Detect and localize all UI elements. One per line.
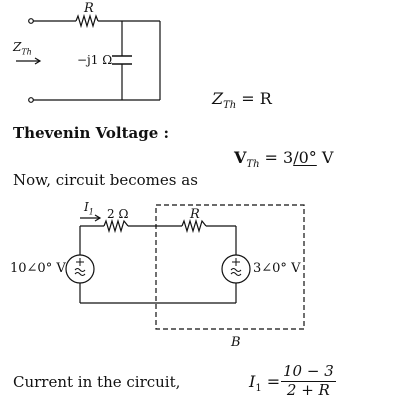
- resistor-r-label: R: [84, 1, 94, 16]
- dashed-box-b: [155, 204, 305, 330]
- terminal-bottom: [28, 97, 34, 103]
- resistor-2-ohm-label: 2 Ω: [107, 207, 129, 221]
- fraction-denominator: 2 + R: [286, 380, 330, 399]
- now-circuit-text: Now, circuit becomes as: [13, 171, 198, 189]
- fraction-numerator: 10 − 3: [281, 362, 336, 382]
- vth-equation: VTh= 3/0° V: [234, 148, 334, 171]
- bottom-circuit: [65, 214, 251, 304]
- current-fraction: 10 − 3 2 + R: [281, 362, 336, 399]
- source-left-label: 10∠0° V: [10, 261, 66, 276]
- current-i1-label: I1: [84, 200, 94, 217]
- terminal-top: [28, 18, 34, 24]
- zth-arrow-label: ZTh: [13, 40, 32, 57]
- current-equation-lhs: I1=: [249, 372, 281, 395]
- resistor-r-bottom-label: R: [190, 207, 200, 222]
- top-circuit: [16, 13, 161, 103]
- zth-result: ZTh= R: [212, 89, 272, 112]
- current-in-circuit-text: Current in the circuit,: [13, 373, 181, 391]
- box-b-label: B: [231, 335, 241, 350]
- resistor-r: [75, 13, 99, 29]
- capacitor-label: −j1 Ω: [77, 53, 113, 67]
- source-right-label: 3∠0° V: [253, 261, 301, 276]
- resistor-2-ohm: [103, 218, 129, 234]
- thevenin-voltage-heading: Thevenin Voltage :: [13, 124, 170, 142]
- resistor-r-bottom: [181, 218, 207, 234]
